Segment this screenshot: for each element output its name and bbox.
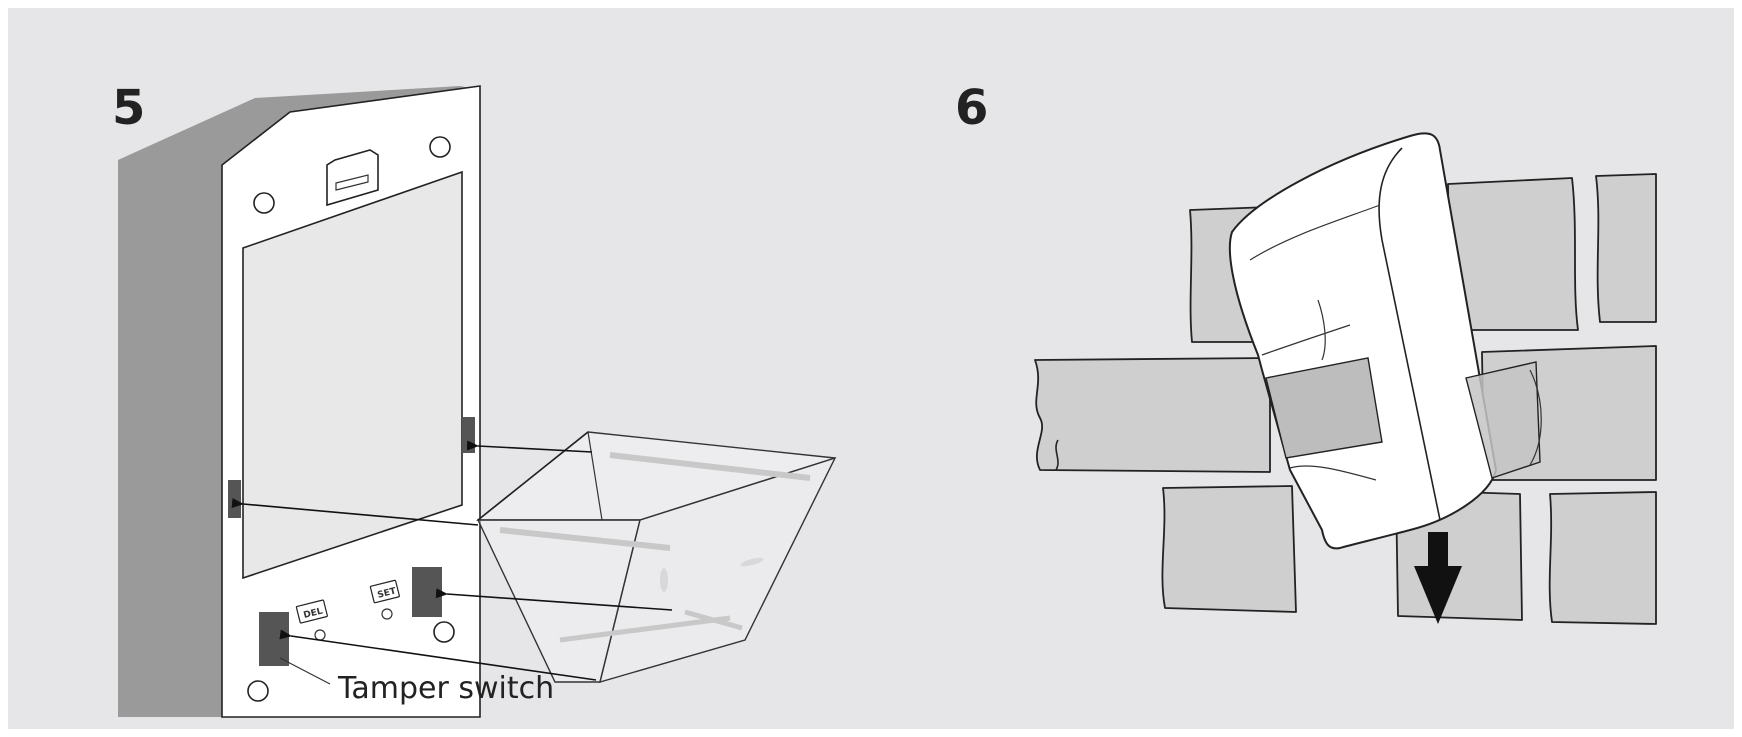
screw-hole-top-left	[253, 192, 275, 214]
step-number-5: 5	[112, 80, 145, 136]
arrow-to-pad-upper-right	[466, 440, 593, 453]
side-bracket	[1465, 361, 1541, 479]
screw-hole-bottom-right	[433, 621, 455, 643]
arrow-to-tamper-switch	[279, 629, 597, 681]
svg-text:SET: SET	[377, 586, 398, 600]
front-adhesive-window	[1265, 357, 1383, 459]
arrow-to-pad-left	[231, 498, 479, 526]
adhesive-pad-left	[228, 480, 241, 518]
top-clip	[326, 149, 379, 207]
tamper-switch-pad	[259, 612, 289, 666]
step-number-6: 6	[955, 80, 988, 136]
adhesive-pad-upper-right	[462, 417, 475, 453]
adhesive-pad-middle-right	[412, 567, 442, 617]
step-6-illustration: 6	[955, 80, 1657, 625]
screw-hole-bottom-left	[247, 680, 269, 702]
tamper-switch-label: Tamper switch	[337, 671, 554, 706]
screw-hole-top-right	[429, 136, 451, 158]
set-button: SET	[369, 579, 400, 604]
arrow-to-pad-middle	[435, 588, 673, 611]
del-button: DEL	[295, 599, 328, 624]
transparent-cover	[476, 431, 837, 684]
detector-body	[1228, 132, 1542, 550]
step-5-illustration: 5 DEL SET	[112, 80, 837, 718]
push-down-arrow	[1414, 532, 1462, 624]
display-recess	[242, 170, 463, 580]
tamper-switch-leader	[279, 657, 331, 685]
svg-text:DEL: DEL	[303, 607, 324, 621]
